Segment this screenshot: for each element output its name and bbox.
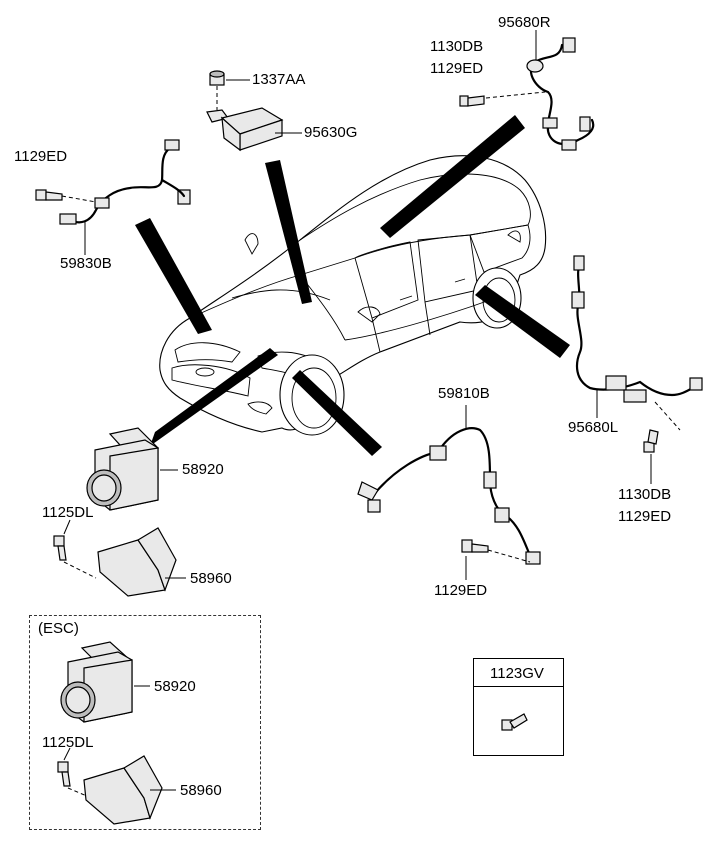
label-esc-1125DL: 1125DL: [42, 734, 94, 751]
label-58920: 58920: [182, 461, 224, 478]
esc-variant-box: (ESC): [29, 615, 261, 830]
label-58960: 58960: [190, 570, 232, 587]
label-1125DL: 1125DL: [42, 504, 94, 521]
label-1129ED-top: 1129ED: [430, 60, 484, 77]
yaw-sensor-assembly: [206, 70, 302, 152]
label-1129ED-right: 1129ED: [618, 508, 672, 525]
bolt-reference-box: 1123GV: [473, 658, 564, 756]
pointer-arrows: [135, 115, 570, 456]
label-1337AA: 1337AA: [252, 71, 306, 88]
label-1130DB-top: 1130DB: [430, 38, 484, 55]
esc-title: (ESC): [38, 620, 79, 637]
label-1130DB-right: 1130DB: [618, 486, 672, 503]
label-1129ED-bottom: 1129ED: [434, 582, 488, 599]
abs-module-esc: [57, 641, 176, 825]
label-esc-58960: 58960: [180, 782, 222, 799]
label-1129ED-left: 1129ED: [14, 148, 68, 165]
bolt-1123gv: [501, 713, 528, 731]
label-95680L: 95680L: [568, 419, 619, 436]
wheel-sensor-95680R: [459, 30, 595, 151]
label-95680R: 95680R: [498, 14, 551, 31]
label-esc-58920: 58920: [154, 678, 196, 695]
label-59830B: 59830B: [60, 255, 112, 272]
abs-module-main: [53, 427, 186, 597]
bolt-box-header: 1123GV: [474, 659, 563, 687]
wheel-sensor-59830B: [35, 139, 191, 255]
bolt-box-title: 1123GV: [490, 665, 544, 682]
wheel-sensor-95680L: [571, 255, 703, 484]
label-95630G: 95630G: [304, 124, 358, 141]
label-59810B: 59810B: [438, 385, 490, 402]
wheel-sensor-59810B: [357, 405, 541, 580]
